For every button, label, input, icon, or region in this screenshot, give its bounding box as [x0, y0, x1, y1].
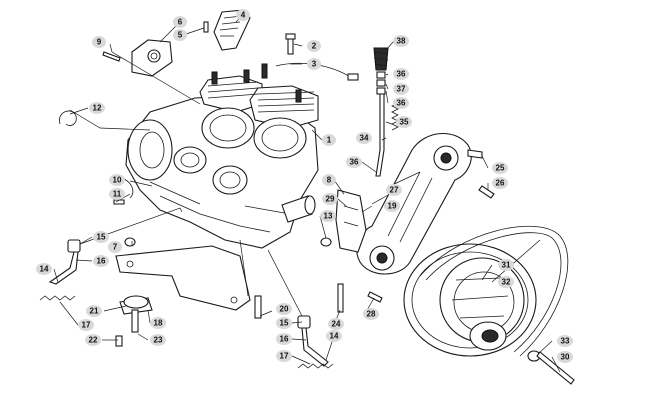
callout-28: 28 [363, 308, 379, 320]
callout-12: 12 [89, 102, 105, 114]
svg-text:27: 27 [390, 186, 399, 195]
callout-20: 20 [276, 303, 292, 315]
svg-text:29: 29 [326, 195, 335, 204]
svg-text:9: 9 [97, 38, 102, 47]
svg-text:15: 15 [280, 319, 289, 328]
callout-18: 18 [150, 317, 166, 329]
svg-text:37: 37 [397, 85, 406, 94]
callout-23: 23 [150, 334, 166, 346]
drive-belt [419, 225, 569, 357]
svg-text:24: 24 [332, 320, 341, 329]
callout-11: 11 [109, 188, 125, 200]
callout-22: 22 [85, 334, 101, 346]
callout-35: 35 [396, 116, 412, 128]
svg-text:26: 26 [496, 179, 505, 188]
callout-14b: 14 [326, 330, 342, 342]
svg-text:31: 31 [502, 261, 511, 270]
svg-text:22: 22 [89, 336, 98, 345]
svg-text:12: 12 [93, 104, 102, 113]
hose-clip [58, 110, 77, 126]
callout-25: 25 [492, 162, 508, 174]
callout-29: 29 [322, 193, 338, 205]
svg-text:3: 3 [312, 60, 317, 69]
svg-text:33: 33 [561, 337, 570, 346]
svg-text:36: 36 [350, 158, 359, 167]
svg-text:25: 25 [496, 164, 505, 173]
callout-38: 38 [393, 35, 409, 47]
svg-text:19: 19 [388, 202, 397, 211]
svg-text:10: 10 [113, 176, 122, 185]
callout-10: 10 [109, 174, 125, 186]
callout-17b: 17 [276, 350, 292, 362]
callout-30: 30 [557, 351, 573, 363]
callout-16a: 16 [93, 255, 109, 267]
callout-21: 21 [86, 305, 102, 317]
callout-19: 19 [384, 200, 400, 212]
svg-text:14: 14 [40, 265, 49, 274]
svg-text:36: 36 [397, 70, 406, 79]
svg-text:38: 38 [397, 37, 406, 46]
callout-15b: 15 [276, 317, 292, 329]
callout-36b: 36 [393, 97, 409, 109]
svg-text:16: 16 [280, 335, 289, 344]
svg-text:7: 7 [113, 243, 118, 252]
svg-text:28: 28 [367, 310, 376, 319]
svg-text:15: 15 [97, 233, 106, 242]
svg-text:8: 8 [327, 176, 332, 185]
spring-assembly [373, 47, 399, 177]
callout-13: 13 [320, 210, 336, 222]
callout-4: 4 [236, 9, 250, 21]
callout-1: 1 [322, 134, 336, 146]
pulley-bracket [335, 189, 367, 253]
svg-text:32: 32 [502, 278, 511, 287]
callout-36c: 36 [346, 156, 362, 168]
callout-36a: 36 [393, 68, 409, 80]
svg-text:16: 16 [97, 257, 106, 266]
svg-text:6: 6 [178, 18, 183, 27]
callout-16b: 16 [276, 333, 292, 345]
svg-text:18: 18 [154, 319, 163, 328]
svg-text:35: 35 [400, 118, 409, 127]
callout-24: 24 [328, 318, 344, 330]
svg-text:14: 14 [330, 332, 339, 341]
svg-text:30: 30 [561, 353, 570, 362]
callout-5: 5 [173, 29, 187, 41]
svg-text:21: 21 [90, 307, 99, 316]
callout-31: 31 [498, 259, 514, 271]
svg-text:2: 2 [312, 42, 317, 51]
svg-text:20: 20 [280, 305, 289, 314]
callout-3: 3 [307, 58, 321, 70]
callout-7: 7 [108, 241, 122, 253]
svg-text:36: 36 [397, 99, 406, 108]
callout-14a: 14 [36, 263, 52, 275]
callout-37: 37 [393, 83, 409, 95]
svg-text:13: 13 [324, 212, 333, 221]
svg-text:5: 5 [178, 31, 183, 40]
svg-text:4: 4 [241, 11, 246, 20]
svg-text:11: 11 [113, 190, 122, 199]
svg-text:17: 17 [82, 321, 91, 330]
callout-8: 8 [322, 174, 336, 186]
callout-34: 34 [356, 132, 372, 144]
svg-text:34: 34 [360, 134, 369, 143]
svg-text:1: 1 [327, 136, 332, 145]
callout-32: 32 [498, 276, 514, 288]
svg-text:23: 23 [154, 336, 163, 345]
callout-2: 2 [307, 40, 321, 52]
callout-15a: 15 [93, 231, 109, 243]
svg-text:17: 17 [280, 352, 289, 361]
engine-plate [115, 245, 251, 311]
callout-17a: 17 [78, 319, 94, 331]
callout-26: 26 [492, 177, 508, 189]
callout-6: 6 [173, 16, 187, 28]
callout-33: 33 [557, 335, 573, 347]
callout-27: 27 [386, 184, 402, 196]
callout-9: 9 [92, 36, 106, 48]
callout-labels: 1 2 3 4 5 6 7 8 9 10 11 12 13 14 14 15 1… [36, 9, 573, 363]
engine-assembly [125, 63, 319, 249]
